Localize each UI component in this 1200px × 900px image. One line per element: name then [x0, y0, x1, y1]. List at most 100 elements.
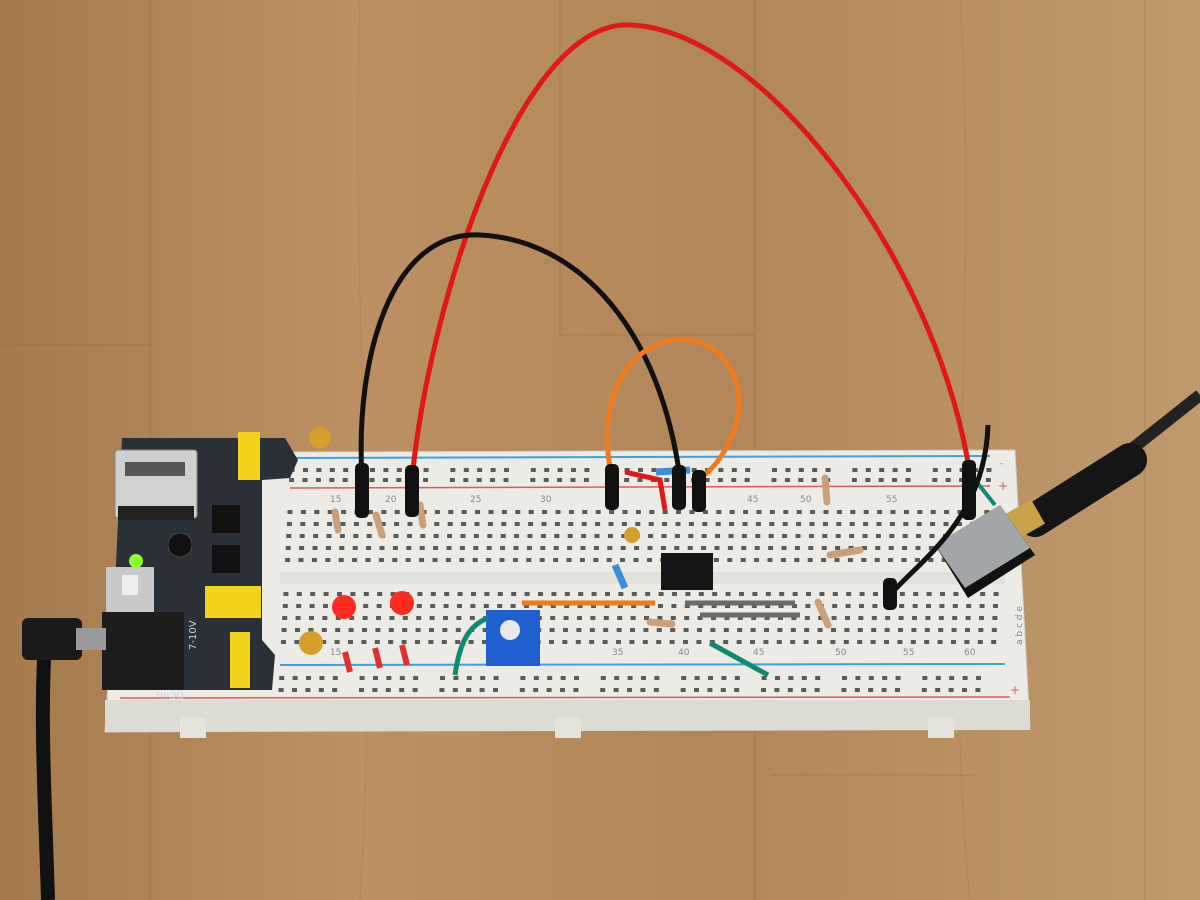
breadboard-hole[interactable] [546, 688, 552, 692]
breadboard-hole[interactable] [764, 616, 770, 620]
breadboard-hole[interactable] [756, 510, 762, 514]
breadboard-hole[interactable] [979, 616, 984, 620]
breadboard-hole[interactable] [407, 522, 413, 526]
breadboard-hole[interactable] [332, 676, 338, 680]
breadboard-hole[interactable] [551, 592, 557, 596]
breadboard-hole[interactable] [567, 534, 573, 538]
breadboard-hole[interactable] [850, 510, 856, 514]
breadboard-hole[interactable] [406, 534, 412, 538]
breadboard-hole[interactable] [888, 558, 894, 562]
breadboard-hole[interactable] [482, 628, 488, 632]
breadboard-hole[interactable] [339, 546, 345, 550]
breadboard-hole[interactable] [993, 592, 999, 596]
breadboard-hole[interactable] [350, 592, 356, 596]
breadboard-hole[interactable] [922, 676, 928, 680]
breadboard-hole[interactable] [570, 478, 576, 482]
breadboard-hole[interactable] [540, 546, 546, 550]
breadboard-hole[interactable] [322, 616, 328, 620]
breadboard-hole[interactable] [501, 522, 507, 526]
breadboard-hole[interactable] [480, 676, 486, 680]
breadboard-hole[interactable] [306, 676, 311, 680]
breadboard-hole[interactable] [656, 640, 662, 644]
breadboard-hole[interactable] [897, 640, 903, 644]
breadboard-hole[interactable] [482, 640, 487, 644]
breadboard-hole[interactable] [385, 688, 391, 692]
breadboard-hole[interactable] [701, 546, 707, 550]
breadboard-hole[interactable] [902, 534, 908, 538]
breadboard-hole[interactable] [895, 688, 900, 692]
breadboard-hole[interactable] [854, 688, 860, 692]
breadboard-hole[interactable] [648, 534, 654, 538]
breadboard-hole[interactable] [468, 640, 474, 644]
breadboard-hole[interactable] [889, 534, 895, 538]
breadboard-hole[interactable] [539, 558, 545, 562]
breadboard-hole[interactable] [729, 522, 735, 526]
breadboard-hole[interactable] [581, 522, 587, 526]
breadboard-hole[interactable] [323, 592, 329, 596]
breadboard-hole[interactable] [564, 604, 570, 608]
breadboard-hole[interactable] [445, 558, 451, 562]
breadboard-hole[interactable] [323, 604, 328, 608]
breadboard-hole[interactable] [308, 628, 314, 632]
breadboard-hole[interactable] [811, 478, 817, 482]
breadboard-hole[interactable] [557, 478, 563, 482]
breadboard-hole[interactable] [589, 640, 595, 644]
breadboard-hole[interactable] [790, 628, 796, 632]
breadboard-hole[interactable] [798, 478, 804, 482]
breadboard-hole[interactable] [405, 558, 411, 562]
breadboard-hole[interactable] [423, 478, 429, 482]
breadboard-hole[interactable] [578, 592, 584, 596]
breadboard-hole[interactable] [696, 640, 702, 644]
breadboard-hole[interactable] [555, 510, 561, 514]
breadboard-hole[interactable] [782, 522, 788, 526]
breadboard-hole[interactable] [528, 522, 534, 526]
breadboard-hole[interactable] [607, 534, 613, 538]
breadboard-hole[interactable] [476, 478, 482, 482]
breadboard-hole[interactable] [767, 558, 773, 562]
breadboard-hole[interactable] [419, 546, 425, 550]
breadboard-hole[interactable] [804, 628, 810, 632]
breadboard-hole[interactable] [430, 604, 436, 608]
breadboard-hole[interactable] [882, 676, 888, 680]
breadboard-hole[interactable] [580, 546, 586, 550]
breadboard-hole[interactable] [881, 688, 887, 692]
breadboard-hole[interactable] [779, 592, 785, 596]
breadboard-hole[interactable] [286, 534, 292, 538]
breadboard-hole[interactable] [857, 640, 863, 644]
breadboard-hole[interactable] [564, 592, 570, 596]
breadboard-hole[interactable] [653, 688, 659, 692]
breadboard-hole[interactable] [434, 510, 440, 514]
breadboard-hole[interactable] [991, 640, 997, 644]
breadboard-hole[interactable] [474, 522, 480, 526]
breadboard-hole[interactable] [367, 510, 373, 514]
breadboard-hole[interactable] [769, 522, 775, 526]
breadboard-hole[interactable] [590, 616, 596, 620]
breadboard-hole[interactable] [310, 592, 316, 596]
breadboard-hole[interactable] [941, 558, 947, 562]
breadboard-hole[interactable] [577, 604, 583, 608]
breadboard-hole[interactable] [637, 478, 643, 482]
breadboard-hole[interactable] [822, 534, 828, 538]
breadboard-hole[interactable] [635, 522, 641, 526]
breadboard-hole[interactable] [962, 688, 967, 692]
breadboard-hole[interactable] [348, 640, 353, 644]
breadboard-hole[interactable] [461, 522, 467, 526]
breadboard-hole[interactable] [616, 640, 621, 644]
breadboard-hole[interactable] [363, 592, 369, 596]
breadboard-hole[interactable] [741, 534, 747, 538]
breadboard-hole[interactable] [738, 604, 744, 608]
breadboard-hole[interactable] [930, 510, 936, 514]
breadboard-hole[interactable] [440, 676, 445, 680]
breadboard-hole[interactable] [285, 546, 291, 550]
breadboard-hole[interactable] [314, 510, 320, 514]
breadboard-hole[interactable] [447, 522, 453, 526]
breadboard-hole[interactable] [402, 616, 408, 620]
breadboard-hole[interactable] [783, 510, 789, 514]
breadboard-hole[interactable] [858, 616, 864, 620]
breadboard-hole[interactable] [313, 534, 319, 538]
breadboard-hole[interactable] [318, 688, 324, 692]
breadboard-hole[interactable] [541, 522, 547, 526]
breadboard-hole[interactable] [510, 604, 516, 608]
breadboard-hole[interactable] [737, 616, 743, 620]
breadboard-hole[interactable] [818, 616, 824, 620]
